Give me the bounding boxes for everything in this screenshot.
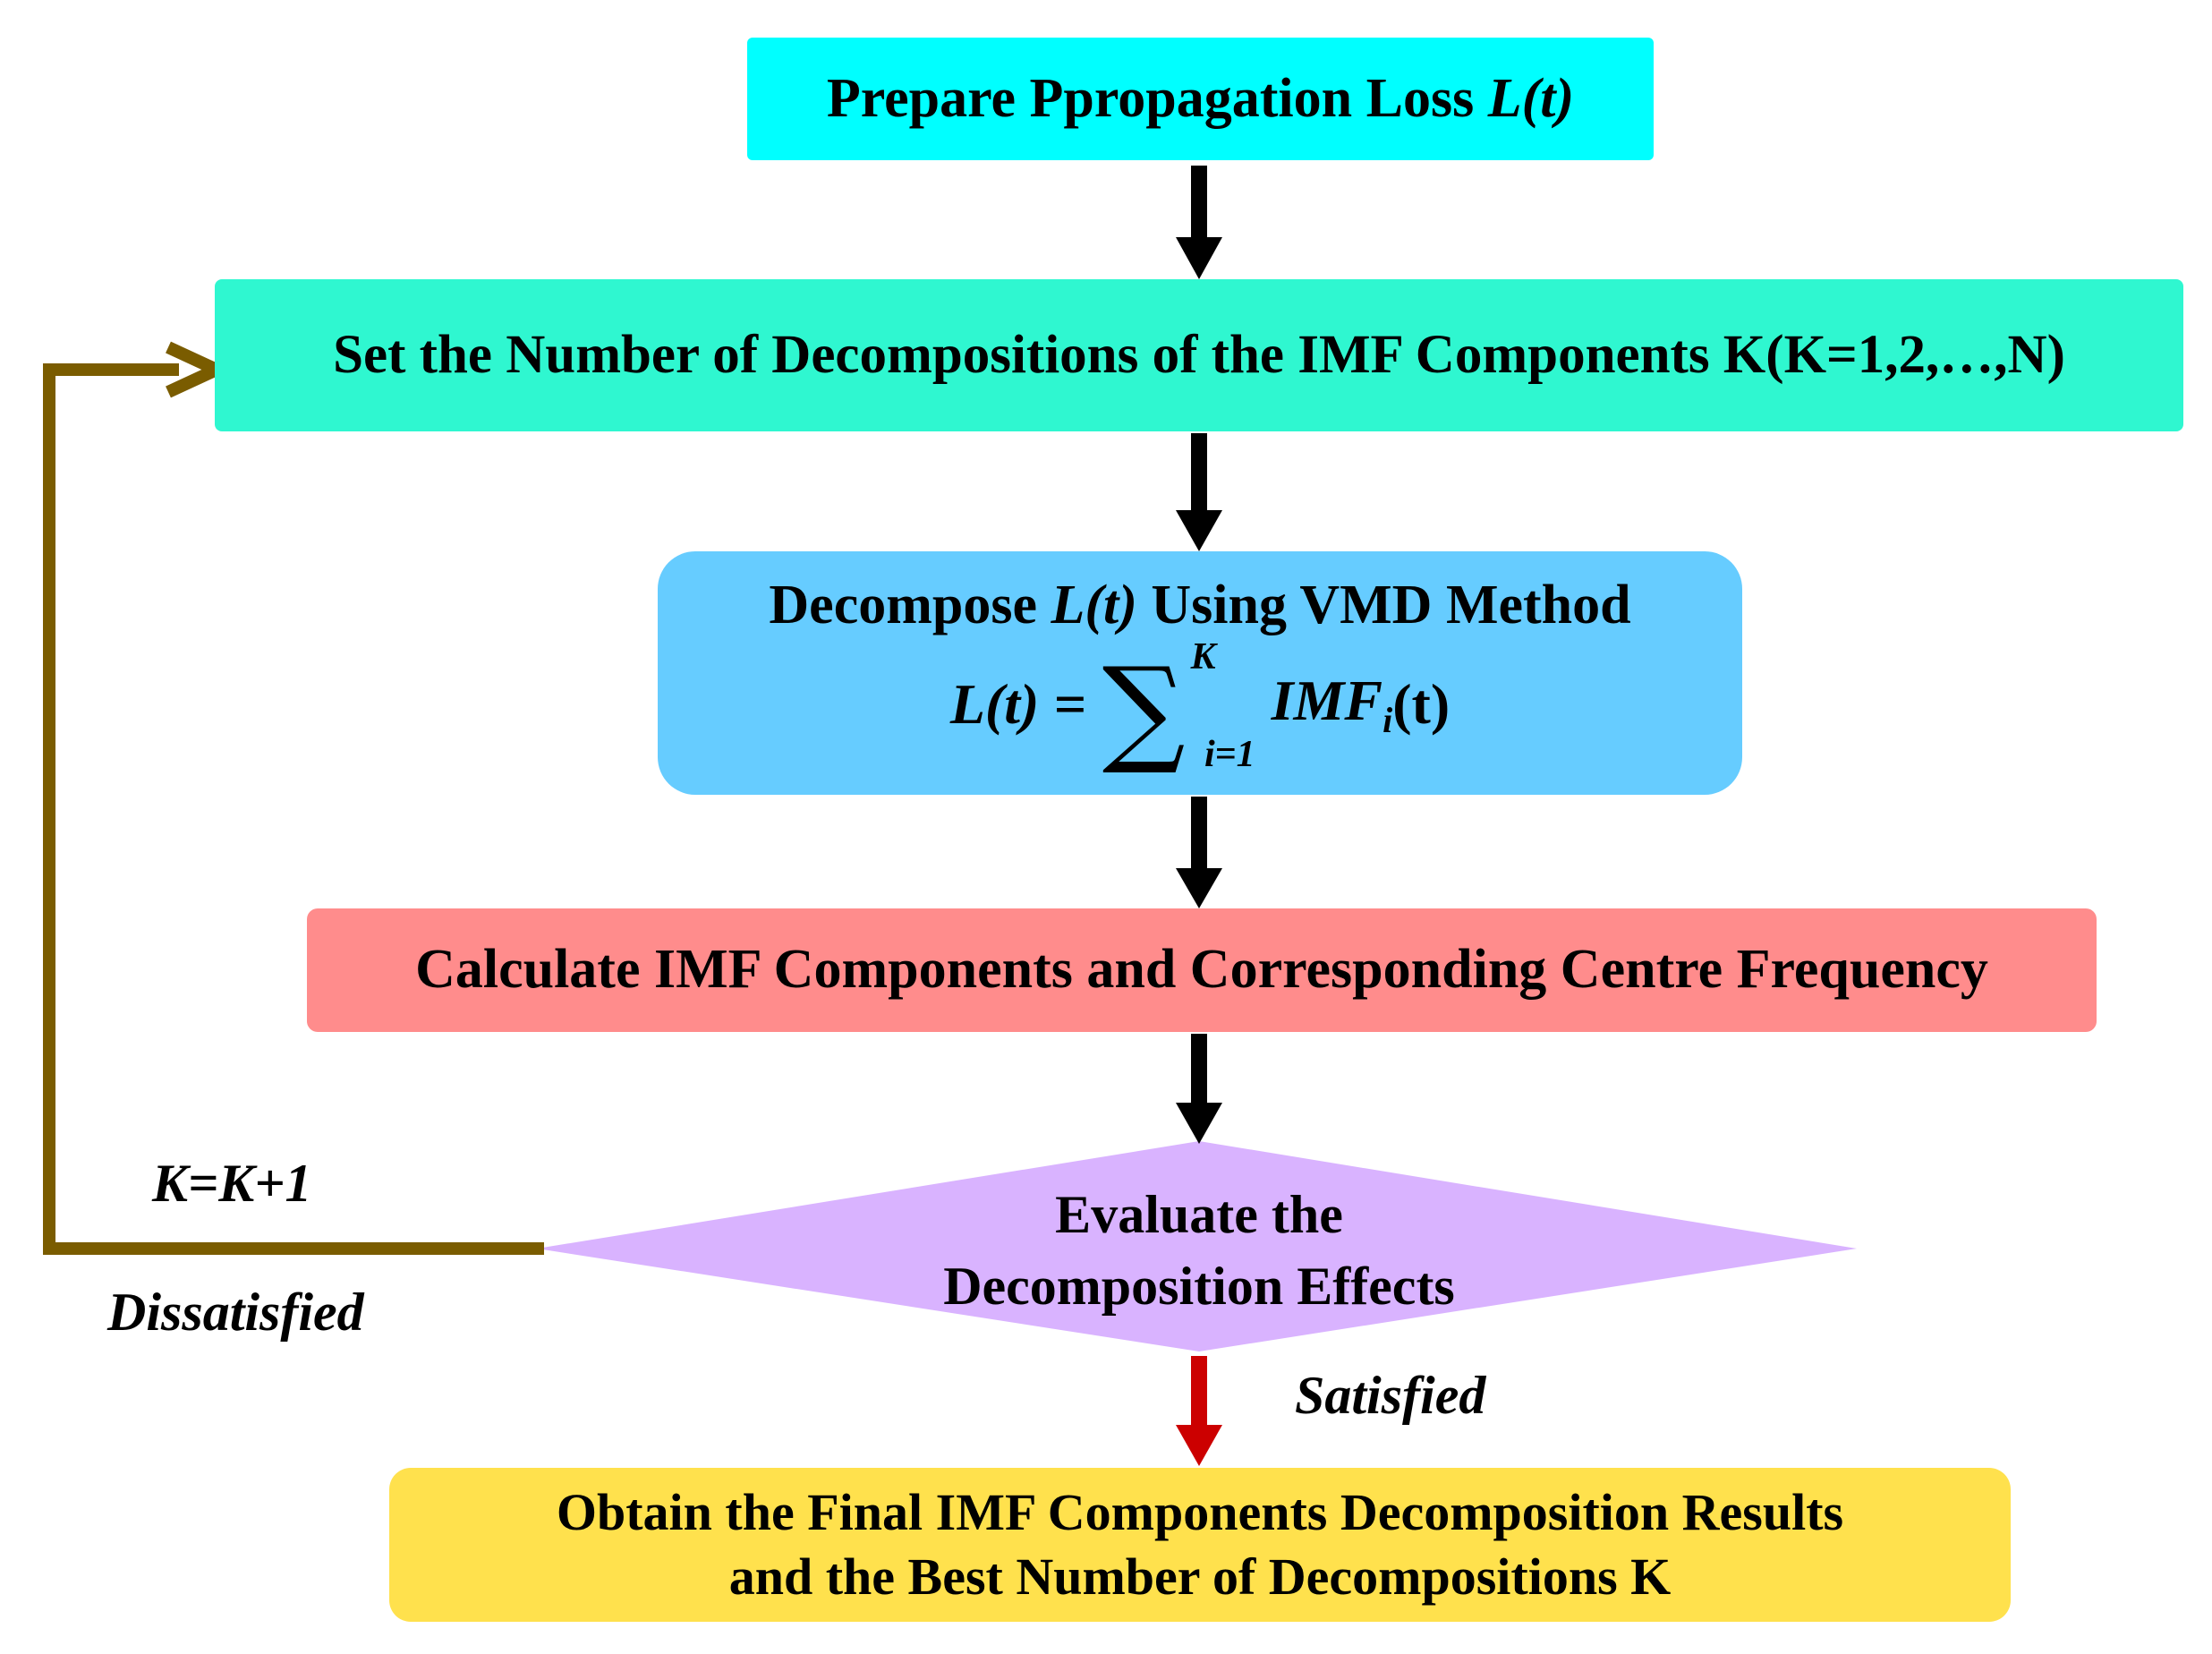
sum-upper-limit: K [1190, 635, 1216, 678]
calculate-imf-box: Calculate IMF Components and Correspondi… [307, 908, 2097, 1032]
obtain-results-box: Obtain the Final IMF Components Decompos… [389, 1468, 2011, 1622]
decompose-title-text: Decompose [769, 575, 1051, 635]
evaluate-text: Evaluate the Decomposition Effects [805, 1180, 1593, 1323]
decompose-title-tail: Using VMD Method [1136, 575, 1631, 635]
arrow-satisfied [1176, 1356, 1222, 1466]
arrow-prepare-to-set [1176, 166, 1222, 279]
arrow-set-to-decompose [1176, 433, 1222, 551]
arrow-loop-back [43, 341, 544, 1255]
dissatisfied-label: Dissatisfied [107, 1283, 364, 1342]
satisfied-label: Satisfied [1295, 1366, 1486, 1425]
obtain-line-1: Obtain the Final IMF Components Decompos… [556, 1482, 1844, 1541]
obtain-line-2: and the Best Number of Decompositions K [728, 1547, 1672, 1606]
prepare-text: Prepare Ppropagation Loss [826, 67, 1488, 129]
decompose-title: Decompose L(t) Using VMD Method [769, 571, 1630, 641]
evaluate-line-2: Decomposition Effects [943, 1256, 1455, 1316]
set-text: Set the Number of Decompositions of the … [333, 324, 2065, 385]
arrow-calculate-to-evaluate [1176, 1034, 1222, 1144]
set-decompositions-box: Set the Number of Decompositions of the … [215, 279, 2183, 431]
formula-term-name: IMF [1271, 669, 1383, 733]
evaluate-line-1: Evaluate the [1055, 1185, 1343, 1244]
prepare-loss-box: Prepare Ppropagation Loss L(t) [747, 38, 1654, 160]
formula-term-subscript: i [1382, 699, 1393, 740]
decompose-vmd-box: Decompose L(t) Using VMD Method L(t) = ∑… [658, 551, 1742, 795]
sum-symbol: ∑ [1102, 641, 1186, 778]
arrow-decompose-to-calculate [1176, 797, 1222, 908]
formula-argument: (t) [1392, 671, 1451, 736]
calculate-text: Calculate IMF Components and Correspondi… [415, 939, 1988, 1001]
vmd-formula: L(t) = ∑ K i=1 IMFi (t) [949, 636, 1451, 776]
loop-label: K=K+1 [152, 1154, 312, 1213]
prepare-math: L(t) [1487, 67, 1575, 129]
formula-sum: ∑ K i=1 [1102, 636, 1255, 776]
evaluate-diamond [537, 1141, 1857, 1351]
formula-lhs: L(t) = [949, 671, 1086, 736]
formula-term: IMFi [1272, 665, 1393, 743]
decompose-title-math: L(t) [1051, 575, 1137, 635]
sum-lower-limit: i=1 [1204, 734, 1255, 775]
